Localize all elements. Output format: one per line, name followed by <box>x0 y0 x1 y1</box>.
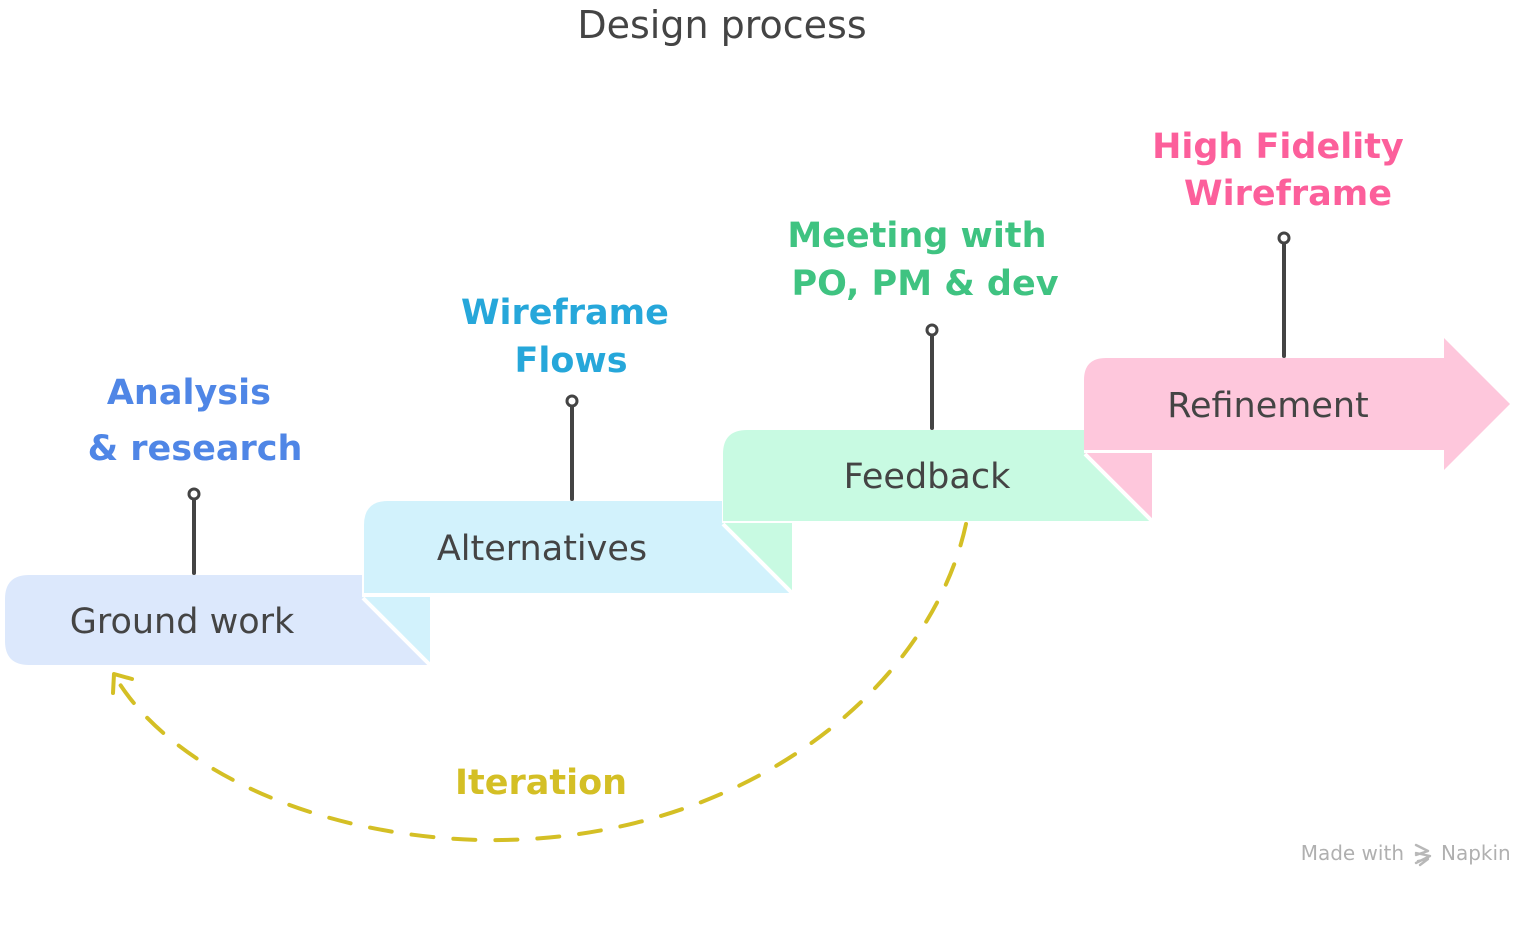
annotation-analysis-research: Analysis & research <box>88 373 303 469</box>
annotation-line: Wireframe <box>461 293 669 333</box>
pin-dot <box>925 323 939 337</box>
made-with-napkin: Made with Napkin <box>1301 841 1511 867</box>
step-feedback: Feedback <box>722 430 1154 593</box>
pin-dot <box>1277 231 1291 245</box>
step-feedback-label: Feedback <box>844 457 1011 497</box>
step-alternatives-label: Alternatives <box>437 529 647 569</box>
step-ground-work-ribbon <box>5 575 430 665</box>
step-ground-work-label: Ground work <box>70 602 295 642</box>
step-feedback-ribbon <box>723 430 1152 521</box>
annotation-line: PO, PM & dev <box>791 264 1058 304</box>
connector-pins <box>187 231 1291 575</box>
annotation-wireframe-flows: Wireframe Flows <box>461 293 681 381</box>
annotation-line: Wireframe <box>1184 174 1392 214</box>
fold-crease <box>721 522 794 595</box>
pin-ground-work <box>187 487 201 575</box>
fold-crease <box>1083 452 1154 523</box>
step-refinement-label: Refinement <box>1167 386 1369 426</box>
step-alternatives-ribbon <box>364 501 792 593</box>
pin-refinement <box>1277 231 1291 358</box>
step-refinement: Refinement <box>1084 338 1510 521</box>
fold-crease <box>361 596 432 667</box>
annotation-high-fidelity: High Fidelity Wireframe <box>1152 127 1416 214</box>
annotation-meeting: Meeting with PO, PM & dev <box>787 216 1058 304</box>
napkin-brand-label: Napkin <box>1441 841 1511 865</box>
step-refinement-arrow <box>1084 338 1510 470</box>
made-with-label: Made with <box>1301 841 1404 865</box>
annotation-line: High Fidelity <box>1152 127 1404 167</box>
annotation-line: & research <box>88 429 303 469</box>
pin-alternatives <box>565 394 579 501</box>
pin-dot <box>565 394 579 408</box>
napkin-logo-icon <box>1414 843 1432 867</box>
diagram-title: Design process <box>577 3 866 47</box>
pin-feedback <box>925 323 939 430</box>
step-alternatives: Alternatives <box>362 501 794 665</box>
iteration-arrowhead-icon <box>111 672 134 695</box>
annotation-line: Meeting with <box>787 216 1046 256</box>
iteration-label: Iteration <box>455 763 627 803</box>
step-ground-work: Ground work <box>5 575 432 667</box>
iteration-loop: Iteration <box>111 522 968 843</box>
pin-dot <box>187 487 201 501</box>
annotation-line: Analysis <box>107 373 271 413</box>
annotation-line: Flows <box>514 341 627 381</box>
